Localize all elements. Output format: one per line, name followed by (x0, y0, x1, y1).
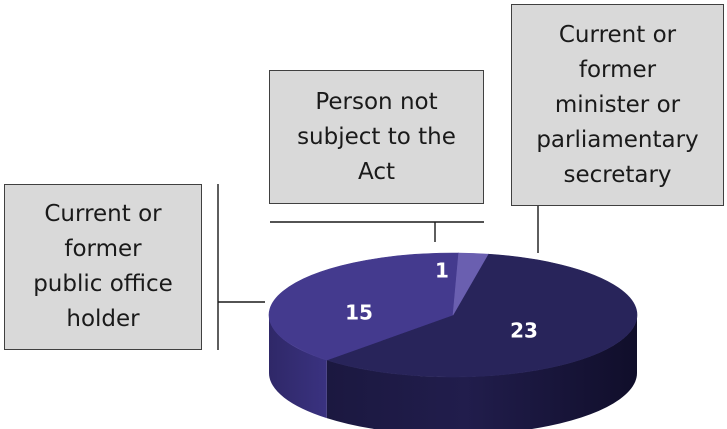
pie-side-2 (269, 315, 327, 419)
pie-data-labels: 23 15 1 (345, 259, 538, 343)
callout-public-office-holder: Current or former public office holder (4, 184, 202, 350)
pie-side-walls (269, 315, 637, 429)
pie-side-1 (326, 315, 637, 429)
callout-minister: Current or former minister or parliament… (511, 4, 724, 206)
callout-public-text: Current or former public office holder (33, 201, 173, 332)
pie-slice-3 (452, 252, 489, 316)
data-label-2: 15 (345, 301, 373, 325)
pie-slice-1 (325, 253, 638, 378)
data-label-1: 23 (510, 319, 538, 343)
callout-minister-text: Current or former minister or parliament… (536, 21, 699, 188)
pie-top-faces (268, 252, 638, 378)
data-label-3: 1 (435, 259, 449, 283)
pie-slice-2 (268, 252, 460, 361)
callout-person-not-subject: Person not subject to the Act (269, 70, 484, 204)
callout-person-text: Person not subject to the Act (297, 88, 456, 185)
